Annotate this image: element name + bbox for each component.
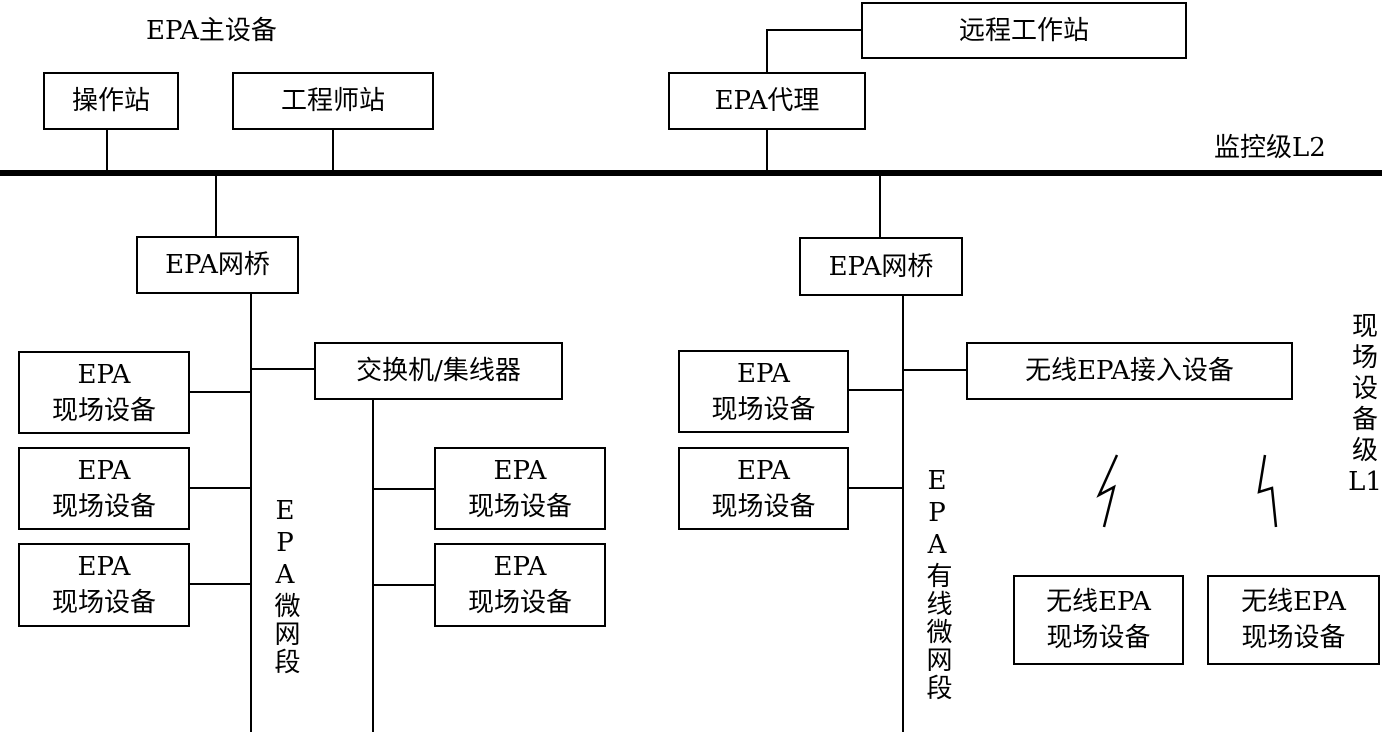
epa-bridge-left-box: EPA网桥	[136, 236, 299, 294]
field-device-box: EPA 现场设备	[434, 543, 606, 627]
wireless-signal-icon-left	[1096, 454, 1119, 528]
field-device-box: EPA 现场设备	[18, 543, 190, 627]
field-device-box: EPA 现场设备	[18, 447, 190, 530]
micro-segment-label: EPA微网段	[270, 496, 300, 676]
wired-micro-segment-label: EPA有线微网段	[922, 466, 952, 702]
main-equipment-label: EPA主设备	[146, 16, 277, 46]
supervisory-level-label: 监控级L2	[1214, 133, 1326, 163]
wireless-field-device-box: 无线EPA 现场设备	[1013, 575, 1184, 665]
engineer-station-box: 工程师站	[232, 72, 434, 130]
field-device-box: EPA 现场设备	[678, 350, 849, 433]
wireless-access-device-box: 无线EPA接入设备	[966, 342, 1293, 400]
proxy-remote-link	[766, 29, 862, 72]
epa-bridge-right-box: EPA网桥	[799, 237, 963, 296]
field-level-label: 现 场 设 备 级 L1	[1348, 312, 1382, 497]
wireless-field-device-box: 无线EPA 现场设备	[1207, 575, 1380, 665]
switch-hub-box: 交换机/集线器	[314, 342, 563, 400]
field-device-box: EPA 现场设备	[18, 351, 190, 434]
operator-station-box: 操作站	[43, 72, 179, 130]
epa-proxy-box: EPA代理	[668, 72, 866, 130]
remote-workstation-box: 远程工作站	[861, 2, 1187, 59]
wireless-signal-icon-right	[1257, 454, 1278, 528]
field-device-box: EPA 现场设备	[678, 447, 849, 530]
field-device-box: EPA 现场设备	[434, 447, 606, 530]
